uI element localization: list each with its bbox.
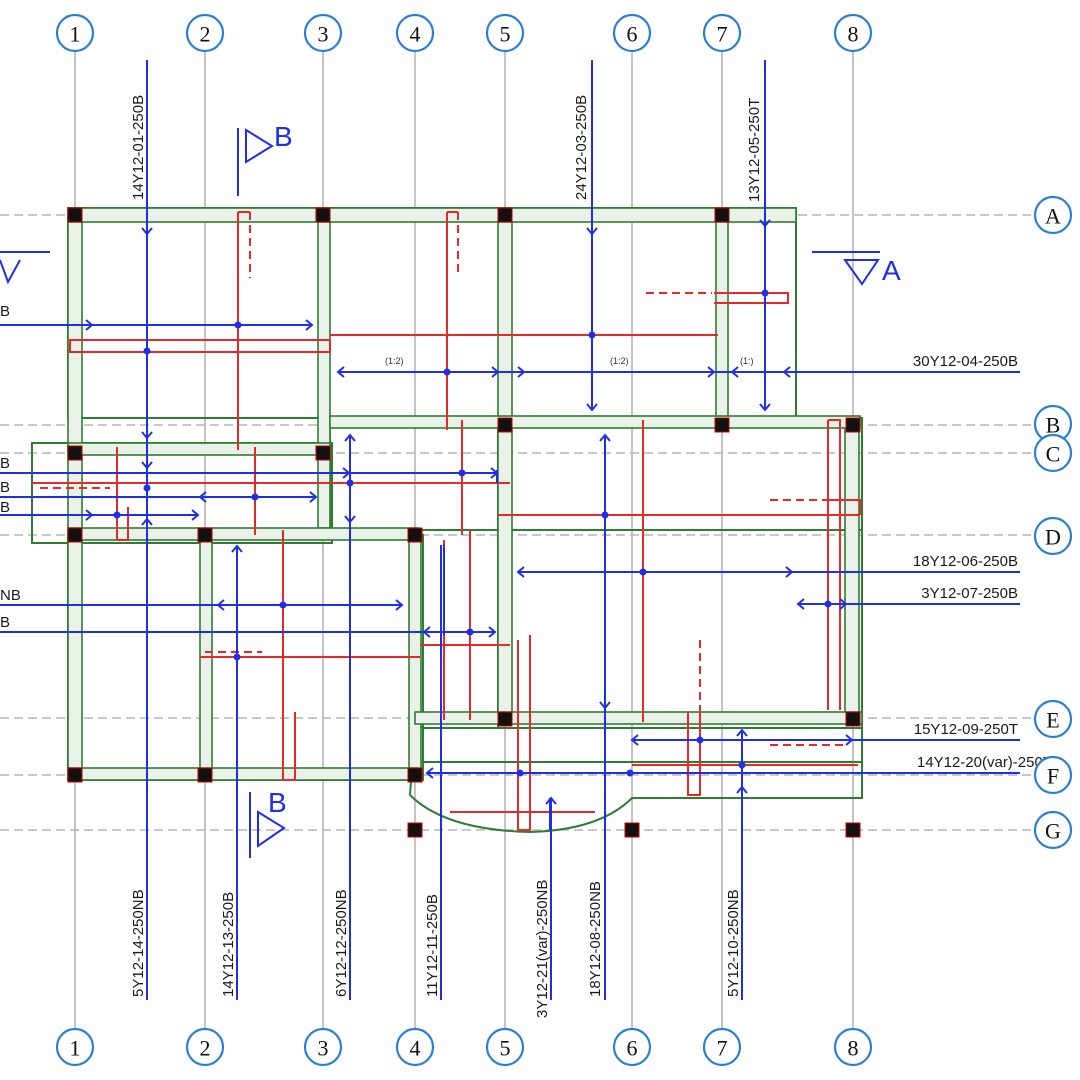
grid-bubble-8-bottom: 8 bbox=[833, 1027, 873, 1067]
svg-text:2: 2 bbox=[200, 1036, 211, 1061]
rebar-label-05: 13Y12-05-250T bbox=[746, 98, 763, 202]
svg-text:7: 7 bbox=[717, 22, 728, 47]
section-a-right-label: A bbox=[882, 255, 901, 286]
rebar-label-04: 30Y12-04-250B bbox=[913, 353, 1018, 370]
left-cut-label-4: B bbox=[0, 499, 10, 516]
rebar-labels-right: 30Y12-04-250B 18Y12-06-250B 3Y12-07-250B… bbox=[913, 353, 1052, 771]
grid-bubble-e: E bbox=[1033, 699, 1073, 739]
grid-bubble-2-bottom: 2 bbox=[185, 1027, 225, 1067]
grid-bubble-4-bottom: 4 bbox=[395, 1027, 435, 1067]
svg-text:G: G bbox=[1045, 819, 1061, 844]
svg-text:E: E bbox=[1046, 708, 1059, 733]
grid-bubble-6-top: 6 bbox=[612, 13, 652, 53]
svg-text:D: D bbox=[1045, 525, 1061, 550]
small-marks: (1:2) (1:2) (1:) bbox=[385, 356, 754, 366]
section-marker-a-right: A bbox=[812, 251, 901, 286]
rebar-labels-top: 14Y12-01-250B 24Y12-03-250B 13Y12-05-250… bbox=[130, 95, 763, 202]
svg-text:4: 4 bbox=[410, 22, 421, 47]
grid-bubbles-bottom: 1 2 3 4 5 6 7 8 bbox=[55, 1027, 873, 1067]
grid-bubble-1-bottom: 1 bbox=[55, 1027, 95, 1067]
grid-bubble-5-bottom: 5 bbox=[485, 1027, 525, 1067]
svg-text:B: B bbox=[1046, 413, 1061, 438]
left-cut-label-2: B bbox=[0, 455, 10, 472]
grid-bubble-b: B bbox=[1033, 404, 1073, 444]
rebar-label-12: 6Y12-12-250NB bbox=[333, 889, 350, 997]
svg-text:5: 5 bbox=[500, 22, 511, 47]
rebar-label-13: 14Y12-13-250B bbox=[220, 892, 237, 997]
rebar-label-09: 15Y12-09-250T bbox=[914, 721, 1018, 738]
red-rebars bbox=[32, 211, 861, 831]
rebar-labels-left-cut: B B B B NB B bbox=[0, 303, 21, 631]
svg-text:A: A bbox=[1045, 204, 1061, 229]
svg-text:7: 7 bbox=[717, 1036, 728, 1061]
svg-text:6: 6 bbox=[627, 22, 638, 47]
svg-text:8: 8 bbox=[848, 1036, 859, 1061]
section-b-top-label: B bbox=[274, 121, 293, 152]
section-marker-b-top: B bbox=[237, 121, 293, 196]
svg-text:2: 2 bbox=[200, 22, 211, 47]
left-cut-label-1: B bbox=[0, 303, 10, 320]
svg-text:8: 8 bbox=[848, 22, 859, 47]
grid-bubble-7-bottom: 7 bbox=[702, 1027, 742, 1067]
grid-bubble-g: G bbox=[1033, 810, 1073, 850]
grid-bubble-8-top: 8 bbox=[833, 13, 873, 53]
rebar-label-10: 5Y12-10-250NB bbox=[725, 889, 742, 997]
grid-bubble-4-top: 4 bbox=[395, 13, 435, 53]
grid-bubble-3-top: 3 bbox=[303, 13, 343, 53]
columns bbox=[67, 207, 861, 838]
svg-text:(1:2): (1:2) bbox=[610, 356, 629, 366]
grid-bubble-d: D bbox=[1033, 516, 1073, 556]
grid-bubbles-right: A B C D E F G bbox=[1033, 195, 1073, 850]
svg-text:(1:): (1:) bbox=[740, 356, 754, 366]
grid-bubble-f: F bbox=[1033, 755, 1073, 795]
left-cut-label-5: NB bbox=[0, 587, 21, 604]
left-cut-label-3: B bbox=[0, 479, 10, 496]
svg-text:3: 3 bbox=[318, 1036, 329, 1061]
rebar-label-14: 5Y12-14-250NB bbox=[130, 889, 147, 997]
svg-text:(1:2): (1:2) bbox=[385, 356, 404, 366]
section-marker-b-bottom: B bbox=[249, 787, 287, 858]
svg-text:1: 1 bbox=[70, 22, 81, 47]
grid-bubble-5-top: 5 bbox=[485, 13, 525, 53]
section-b-bottom-label: B bbox=[268, 787, 287, 818]
grid-bubble-2-top: 2 bbox=[185, 13, 225, 53]
left-cut-label-6: B bbox=[0, 614, 10, 631]
rebar-label-01: 14Y12-01-250B bbox=[130, 95, 147, 200]
svg-text:4: 4 bbox=[410, 1036, 421, 1061]
svg-text:1: 1 bbox=[70, 1036, 81, 1061]
grid-bubble-6-bottom: 6 bbox=[612, 1027, 652, 1067]
grid-bubble-7-top: 7 bbox=[702, 13, 742, 53]
rebar-label-07: 3Y12-07-250B bbox=[921, 585, 1018, 602]
rebar-labels-bottom: 5Y12-14-250NB 14Y12-13-250B 6Y12-12-250N… bbox=[130, 880, 742, 1018]
rebar-label-06: 18Y12-06-250B bbox=[913, 553, 1018, 570]
grid-bubble-3-bottom: 3 bbox=[303, 1027, 343, 1067]
svg-text:C: C bbox=[1046, 442, 1061, 467]
grid-bubbles-top: 1 2 3 4 5 6 7 8 bbox=[55, 13, 873, 53]
svg-text:6: 6 bbox=[627, 1036, 638, 1061]
rebar-label-11: 11Y12-11-250B bbox=[424, 894, 441, 997]
grid-bubble-a: A bbox=[1033, 195, 1073, 235]
section-marker-left-edge bbox=[0, 251, 50, 285]
rebar-label-20: 14Y12-20(var)-250T bbox=[917, 754, 1052, 771]
rebar-label-03: 24Y12-03-250B bbox=[573, 95, 590, 200]
rebar-label-21: 3Y12-21(var)-250NB bbox=[534, 880, 551, 1018]
svg-text:3: 3 bbox=[318, 22, 329, 47]
grid-bubble-1-top: 1 bbox=[55, 13, 95, 53]
svg-text:F: F bbox=[1047, 764, 1059, 789]
rebar-label-08: 18Y12-08-250NB bbox=[587, 881, 604, 997]
svg-text:5: 5 bbox=[500, 1036, 511, 1061]
grid-bubble-c: C bbox=[1033, 433, 1073, 473]
blue-rebars bbox=[0, 60, 1020, 1000]
